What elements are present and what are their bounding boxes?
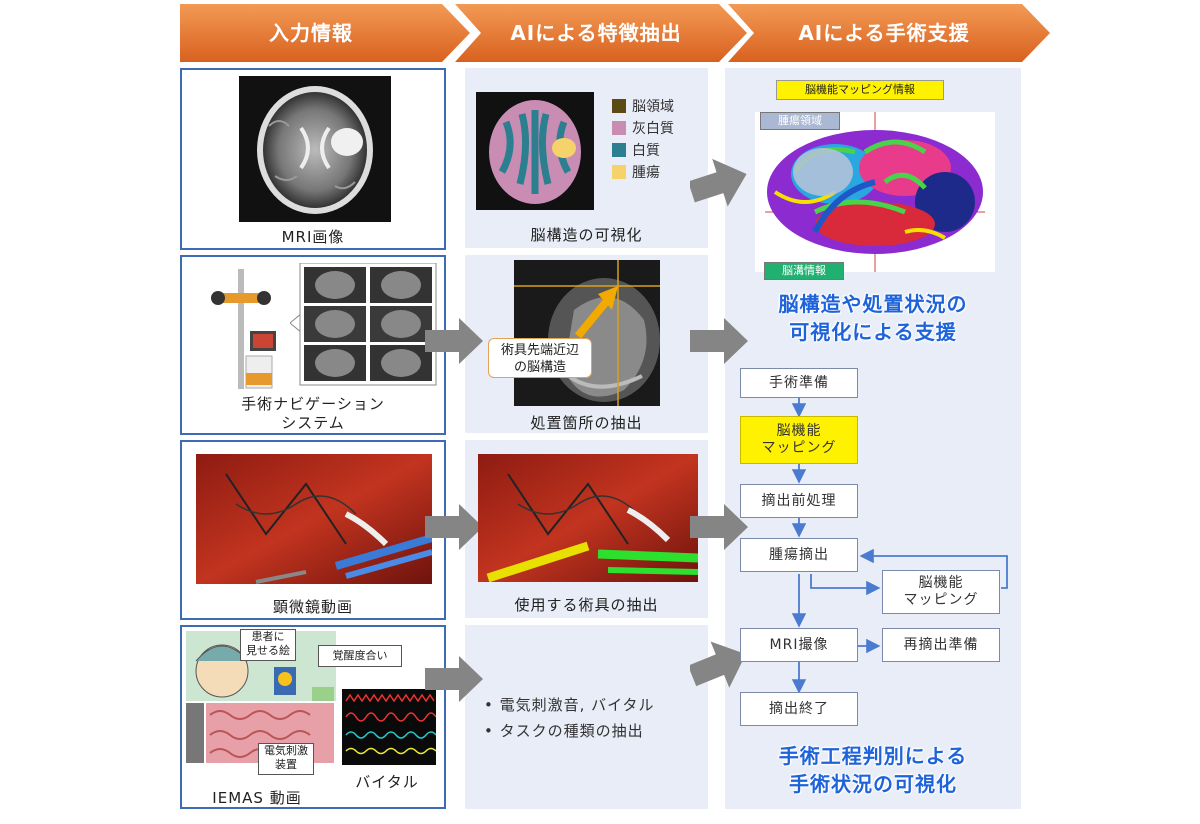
callout-stim-line1: 電気刺激 <box>264 744 308 757</box>
flow-step-re-resect: 再摘出準備 <box>882 628 1000 662</box>
callout-patient-line1: 患者に <box>251 630 285 643</box>
legend-label: 腫瘍 <box>632 165 660 181</box>
arrow-right-icon <box>425 504 483 550</box>
input-iemas-box: 患者に 見せる絵 覚醒度合い 電気刺激 装置 バイタル IEMAS 動画 <box>180 625 446 809</box>
microscope-video-graphic <box>196 454 432 584</box>
arrow-right-icon <box>425 656 483 702</box>
flow-step-end: 摘出終了 <box>740 692 858 726</box>
flow-step-mapping-2: 脳機能 マッピング <box>882 570 1000 614</box>
callout-awake: 覚醒度合い <box>318 645 402 667</box>
callout-stim: 電気刺激 装置 <box>258 743 314 775</box>
mapping-2-line1: 脳機能 <box>918 575 964 591</box>
flow-step-mapping-1: 脳機能 マッピング <box>740 416 858 464</box>
feature-bullet-list: • 電気刺激音, バイタル • タスクの種類の抽出 <box>484 692 655 744</box>
brain-mri-graphic <box>257 86 373 214</box>
legend-swatch <box>612 143 626 157</box>
support-caption-2: 手術工程判別による 手術状況の可視化 <box>725 742 1021 798</box>
legend-swatch <box>612 99 626 113</box>
legend-label: 灰白質 <box>632 121 674 137</box>
flow-connectors <box>791 398 1008 694</box>
header-support: AIによる手術支援 <box>728 4 1050 62</box>
flow-step-pre-resect: 摘出前処理 <box>740 484 858 518</box>
input-micro-box: 顕微鏡動画 <box>180 440 446 620</box>
callout-patient: 患者に 見せる絵 <box>240 629 296 661</box>
bullet-item: • 電気刺激音, バイタル <box>484 696 655 714</box>
chevron-shape <box>455 4 747 62</box>
header-input-label: 入力情報 <box>269 21 353 45</box>
legend-item-white-matter: 白質 <box>612 140 660 160</box>
support-caption-1: 脳構造や処置状況の 可視化による支援 <box>725 290 1021 346</box>
support-caption-1-line1: 脳構造や処置状況の <box>778 292 968 316</box>
arrow-right-icon <box>690 504 748 550</box>
bullet-item: • タスクの種類の抽出 <box>484 722 644 740</box>
legend-swatch <box>612 165 626 179</box>
flow-step-mri: MRI撮像 <box>740 628 858 662</box>
legend-label: 白質 <box>632 143 660 159</box>
input-nav-box: 手術ナビゲーション システム <box>180 255 446 435</box>
input-mri-box: MRI画像 <box>180 68 446 250</box>
nav-callout-line2: の脳構造 <box>513 360 566 375</box>
tool-extraction-graphic <box>478 454 698 582</box>
support-caption-2-line1: 手術工程判別による <box>778 744 968 768</box>
vital-label: バイタル <box>355 773 419 791</box>
iemas-label: IEMAS 動画 <box>212 789 302 807</box>
bullet-text: 電気刺激音, バイタル <box>499 696 655 714</box>
brain-viz-label: 脳構造の可視化 <box>530 226 643 244</box>
flow-step-prep: 手術準備 <box>740 368 858 398</box>
nav-callout: 術具先端近辺 の脳構造 <box>488 338 592 378</box>
header-feature-label: AIによる特徴抽出 <box>510 21 682 45</box>
treatment-label: 処置箇所の抽出 <box>530 414 643 432</box>
legend-swatch <box>612 121 626 135</box>
legend-item-brain-region: 脳領域 <box>612 96 674 116</box>
mapping-1-line1: 脳機能 <box>776 423 822 439</box>
arrow-up-right-icon <box>690 641 746 688</box>
arrow-up-right-icon <box>690 158 747 207</box>
brain-3d-graphic <box>755 112 995 272</box>
mapping-1-line2: マッピング <box>761 440 837 456</box>
mri-label: MRI画像 <box>281 228 345 246</box>
micro-label: 顕微鏡動画 <box>272 598 353 616</box>
callout-patient-line2: 見せる絵 <box>246 644 290 657</box>
nav-callout-line1: 術具先端近辺 <box>500 343 579 358</box>
chevron-shape <box>728 4 1050 62</box>
support-caption-1-line2: 可視化による支援 <box>789 320 957 344</box>
bullet-text: タスクの種類の抽出 <box>499 722 644 740</box>
segmentation-graphic <box>476 92 594 210</box>
iemas-graphic <box>186 631 436 765</box>
mri-image <box>239 76 391 222</box>
arrow-right-icon <box>425 318 483 364</box>
legend-item-tumor: 腫瘍 <box>612 162 660 182</box>
arrow-right-icon <box>690 318 748 364</box>
header-input: 入力情報 <box>180 4 470 62</box>
nav-screen-graphic <box>290 263 437 386</box>
treatment-site-graphic <box>514 260 660 406</box>
nav-system-graphic <box>211 269 276 389</box>
feature-panel-iemas <box>465 625 708 809</box>
mapping-2-line2: マッピング <box>903 592 979 608</box>
tumor-region-callout: 腫瘍領域 <box>760 112 840 130</box>
flow-step-tumor-resect: 腫瘍摘出 <box>740 538 858 572</box>
legend-item-gray-matter: 灰白質 <box>612 118 674 138</box>
sulcus-info-callout: 脳溝情報 <box>764 262 844 280</box>
support-caption-2-line2: 手術状況の可視化 <box>789 772 957 796</box>
header-support-label: AIによる手術支援 <box>798 21 970 45</box>
mapping-info-callout: 脳機能マッピング情報 <box>776 80 944 100</box>
nav-label-line2: システム <box>281 414 345 432</box>
legend-label: 脳領域 <box>632 99 674 115</box>
callout-stim-line2: 装置 <box>275 758 297 771</box>
chevron-shape <box>180 4 470 62</box>
tool-label: 使用する術具の抽出 <box>514 596 659 614</box>
nav-label-line1: 手術ナビゲーション <box>241 395 385 413</box>
header-feature: AIによる特徴抽出 <box>455 4 747 62</box>
